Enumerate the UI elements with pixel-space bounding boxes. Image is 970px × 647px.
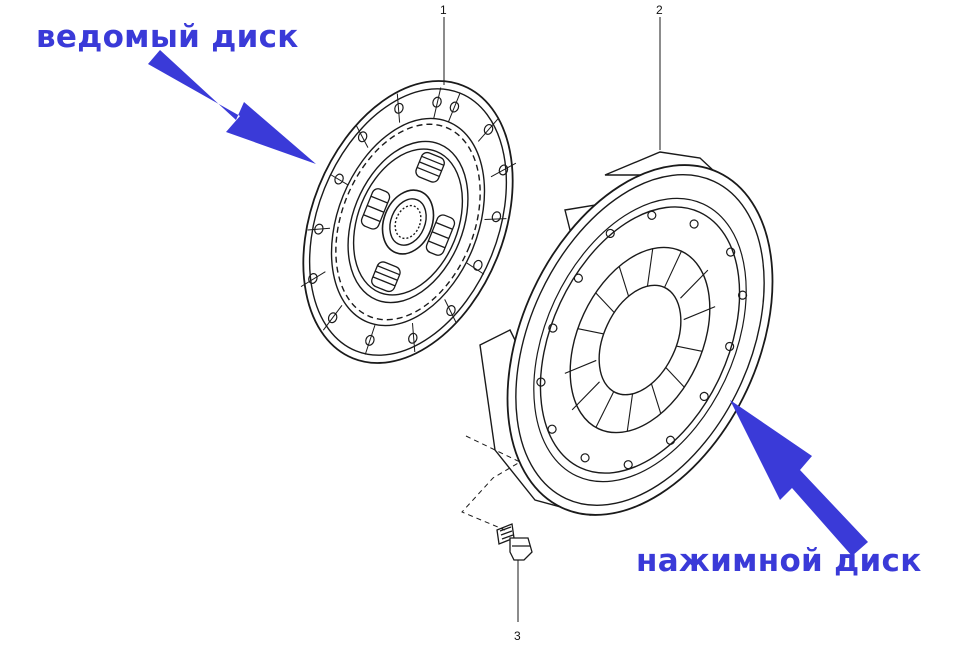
- rivets: [308, 96, 509, 346]
- pressure-plate-callout: нажимной диск: [636, 543, 922, 579]
- friction-segments: [300, 87, 517, 355]
- bolt: [496, 523, 533, 561]
- diaphragm-fingers: [564, 248, 716, 432]
- driven-disc: [300, 80, 517, 364]
- driven-disc-callout: ведомый диск: [36, 19, 299, 55]
- arrow-to-pressure-plate: [730, 400, 868, 556]
- cover-holes: [536, 210, 748, 470]
- pressure-plate: [479, 151, 774, 516]
- part-number-3: 3: [514, 629, 521, 643]
- arrow-to-driven-disc: [148, 50, 316, 164]
- assembly-dash-line: [461, 435, 522, 531]
- leader-lines: [443, 17, 661, 622]
- part-number-1: 1: [440, 3, 447, 17]
- part-number-2: 2: [656, 3, 663, 17]
- damper-springs: [360, 151, 456, 293]
